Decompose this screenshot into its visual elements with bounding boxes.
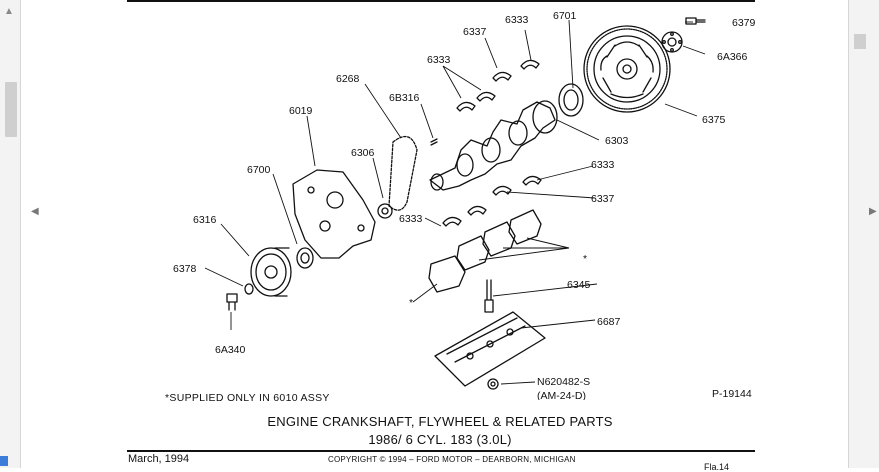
callout-AM-24-D: (AM-24-D) (537, 390, 586, 400)
left-scroll-thumb[interactable] (5, 82, 17, 137)
leader-lines (204, 19, 706, 385)
right-scrollbar[interactable] (848, 0, 879, 468)
callout-6306: 6306 (351, 147, 375, 159)
callout-6700: 6700 (247, 164, 271, 176)
flywheel-bolt-drawing (685, 17, 706, 25)
main-bearing-caps-drawing (428, 209, 542, 293)
callout-6337-mid: 6337 (591, 193, 615, 205)
illustration-number: P-19144 (712, 388, 752, 400)
footer-page-tag: Fla.14 (704, 462, 730, 472)
footer-date: March, 1994 (128, 453, 190, 465)
damper-pulley-drawing (250, 247, 292, 297)
asterisk-marker: * (583, 253, 587, 265)
asterisk-marker: * (409, 297, 413, 309)
flywheel-drawing (583, 25, 671, 113)
crank-sprocket-drawing (377, 203, 393, 219)
callout-6337-top: 6337 (463, 26, 487, 38)
callout-6333-top: 6333 (505, 14, 529, 26)
left-scrollbar[interactable]: ▲ (0, 0, 21, 468)
callout-6701: 6701 (553, 10, 577, 22)
status-indicator-icon (0, 456, 8, 466)
baffle-nut-drawing (487, 378, 499, 390)
crankshaft-drawing (429, 100, 558, 191)
timing-cover-drawing (292, 169, 376, 259)
scroll-up-arrow-icon[interactable]: ▲ (4, 6, 14, 17)
callout-6333-mid: 6333 (591, 159, 615, 171)
right-scroll-thumb[interactable] (854, 34, 866, 49)
previous-page-arrow-icon[interactable]: ◀ (31, 206, 39, 217)
callout-6A366: 6A366 (717, 51, 748, 63)
top-rule (127, 0, 755, 2)
washer-drawing (244, 283, 254, 295)
callout-N620482-S: N620482-S (537, 376, 590, 388)
callout-6687: 6687 (597, 316, 621, 328)
callout-6268: 6268 (336, 73, 360, 85)
footer-copyright: COPYRIGHT © 1994 – FORD MOTOR – DEARBORN… (328, 455, 576, 464)
callout-6A340: 6A340 (215, 344, 246, 356)
lower-bearings-drawing (442, 175, 542, 227)
supply-note: *SUPPLIED ONLY IN 6010 ASSY (165, 392, 330, 404)
page-title: ENGINE CRANKSHAFT, FLYWHEEL & RELATED PA… (267, 414, 613, 429)
callout-6345: 6345 (567, 279, 591, 291)
dowel-pin-drawing (430, 138, 438, 146)
damper-bolt-drawing (226, 293, 238, 311)
callout-6378: 6378 (173, 263, 197, 275)
callout-6303: 6303 (605, 135, 629, 147)
upper-bearings-drawing (456, 59, 540, 112)
callout-6333-upper: 6333 (427, 54, 451, 66)
rear-seal-drawing (558, 83, 584, 117)
callout-6375: 6375 (702, 114, 726, 126)
next-page-arrow-icon[interactable]: ▶ (869, 206, 877, 217)
callout-6379: 6379 (732, 17, 755, 29)
flex-plate-drawing (661, 31, 683, 53)
callout-6316: 6316 (193, 214, 217, 226)
exploded-parts-diagram: 6333 6701 6379 6337 6333 6A366 6268 6B31… (173, 10, 755, 400)
callout-6333-lower: 6333 (399, 213, 423, 225)
callout-6B316: 6B316 (389, 92, 420, 104)
bottom-rule (127, 450, 755, 452)
cap-bolt-drawing (484, 279, 494, 313)
front-seal-drawing (296, 247, 314, 269)
timing-chain-drawing (388, 135, 418, 211)
oil-baffle-drawing (434, 311, 546, 387)
callout-6019: 6019 (289, 105, 313, 117)
page-subtitle: 1986/ 6 CYL. 183 (3.0L) (368, 432, 512, 447)
